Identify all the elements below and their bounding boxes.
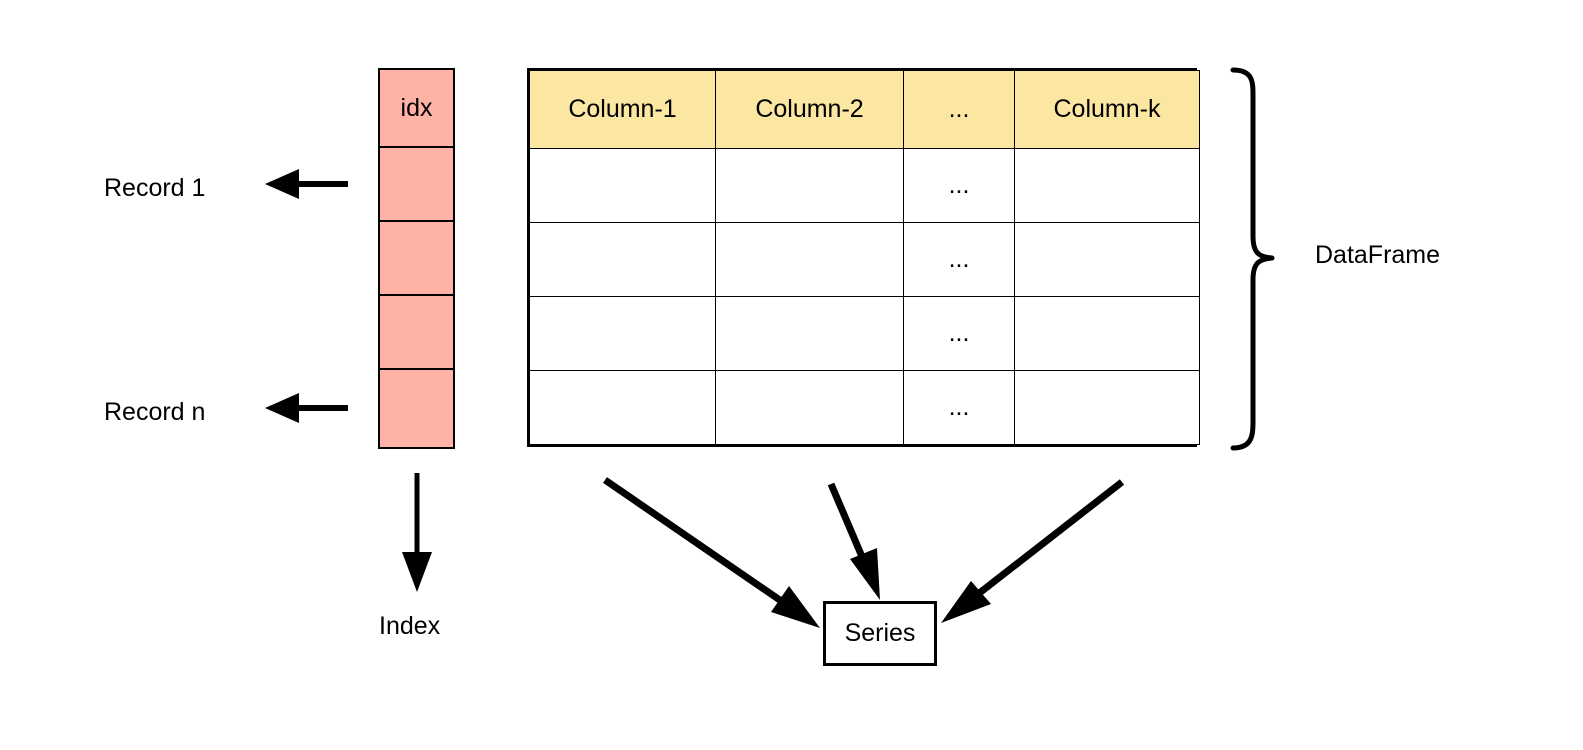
index-column-cell — [380, 296, 453, 370]
index-label: Index — [379, 612, 441, 640]
record-last-label: Record n — [104, 398, 206, 426]
table-cell — [529, 370, 716, 445]
series-box: Series — [823, 601, 937, 666]
record-first-arrow-icon — [265, 169, 348, 199]
table-cell — [1014, 370, 1200, 445]
record-first-label: Record 1 — [104, 174, 206, 202]
table-row: ... — [529, 148, 1200, 223]
table-cell — [529, 148, 716, 223]
record-last-arrow-icon — [265, 393, 348, 423]
table-cell — [715, 148, 904, 223]
table-cell — [715, 222, 904, 297]
table-cell — [529, 296, 716, 371]
column-header-2: Column-2 — [715, 70, 904, 149]
table-row: ... — [529, 370, 1200, 445]
index-column-header: idx — [380, 70, 453, 148]
dataframe-label: DataFrame — [1315, 241, 1441, 269]
table-cell-ellipsis: ... — [903, 148, 1015, 223]
series-arrow-from-column-k-icon — [941, 479, 1125, 623]
table-cell — [1014, 148, 1200, 223]
index-column: idx — [378, 68, 455, 449]
table-cell — [1014, 296, 1200, 371]
table-cell-ellipsis: ... — [903, 370, 1015, 445]
index-column-cell — [380, 222, 453, 296]
table-cell-ellipsis: ... — [903, 222, 1015, 297]
series-arrow-from-column-1-icon — [603, 477, 820, 628]
column-header-1: Column-1 — [529, 70, 716, 149]
table-cell — [715, 370, 904, 445]
column-header-k: Column-k — [1014, 70, 1200, 149]
table-cell — [1014, 222, 1200, 297]
index-column-cell — [380, 148, 453, 222]
series-arrow-from-column-2-icon — [827, 482, 880, 600]
column-header-ellipsis: ... — [903, 70, 1015, 149]
table-row: ... — [529, 222, 1200, 297]
series-label: Series — [844, 619, 916, 647]
dataframe-brace-icon — [1230, 67, 1275, 451]
dataframe-table: Column-1 Column-2 ... Column-k ... ... — [527, 68, 1200, 447]
table-cell-ellipsis: ... — [903, 296, 1015, 371]
table-header-row: Column-1 Column-2 ... Column-k — [529, 70, 1200, 149]
table-cell — [715, 296, 904, 371]
table-cell — [529, 222, 716, 297]
index-arrow-icon — [402, 473, 432, 592]
index-column-cell — [380, 370, 453, 443]
table-row: ... — [529, 296, 1200, 371]
